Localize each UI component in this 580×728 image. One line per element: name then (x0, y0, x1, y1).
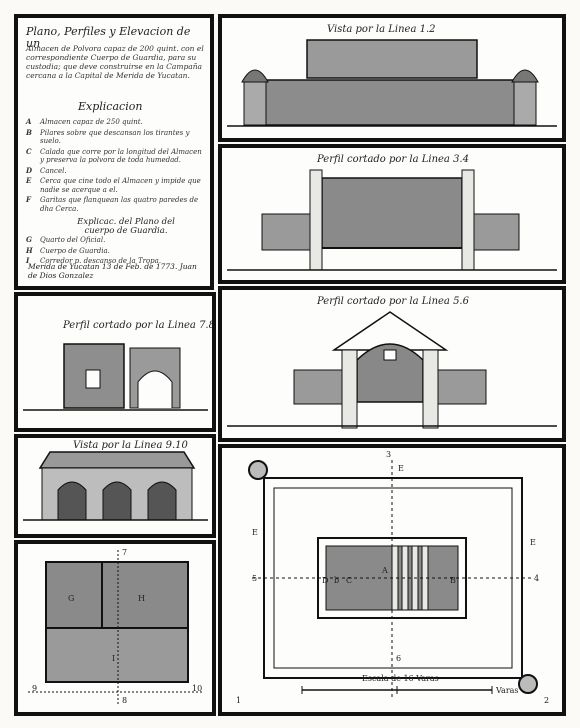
plan-label-e-left: E (252, 528, 258, 537)
guard-plan-drawing (28, 550, 203, 704)
wall-left (309, 169, 323, 271)
plan-label-1: 1 (236, 696, 242, 705)
legend-panel: Plano, Perfiles y Elevacion de un Almace… (14, 14, 214, 290)
fence-left (261, 213, 311, 251)
view-title: Perfil cortado por la Linea 3.4 (317, 154, 469, 165)
arch-3 (147, 481, 177, 521)
elevation-drawing (23, 451, 208, 521)
tower-right-dome (511, 69, 539, 83)
plan-label-a: A (382, 566, 388, 575)
plan-label-d: D (322, 576, 329, 585)
plan-label-e-right: E (530, 538, 536, 547)
plan-label-6: 6 (396, 654, 402, 663)
plan-label-4: 4 (534, 574, 540, 583)
plan-label-g: G (68, 594, 75, 603)
corridor-i (45, 627, 189, 683)
section-panel-3-4: Perfil cortado por la Linea 3.4 (218, 144, 566, 284)
tower-right (513, 79, 537, 126)
elevation-drawing (227, 39, 557, 127)
sentry-box-bottom-right (518, 674, 538, 694)
plan-label-b-small: b (334, 576, 340, 585)
wall-body (261, 79, 523, 126)
room-h (101, 561, 189, 629)
legend-heading: Explicacion (78, 100, 143, 113)
elevation-panel-1-2: Vista por la Linea 1.2 (218, 14, 566, 142)
main-plan-panel: 3 E E E 5 4 6 1 2 A B b C D Escala de 16… (218, 444, 566, 716)
tower-left-dome (241, 69, 269, 83)
plan-label-10: 10 (192, 684, 203, 693)
view-title: Vista por la Linea 9.10 (73, 440, 188, 451)
plan-label-8: 8 (122, 696, 128, 705)
plan-label-3: 3 (386, 450, 392, 459)
plan-label-c: C (346, 576, 353, 585)
view-title: Perfil cortado por la Linea 5.6 (317, 296, 469, 307)
plan-label-9: 9 (32, 684, 38, 693)
plan-label-b: B (450, 576, 456, 585)
legend-signature: Merida de Yucatan 13 de Feb. de 1773. Ju… (28, 262, 197, 280)
window (85, 369, 101, 389)
section-drawing (227, 311, 557, 429)
section-drawing (227, 169, 557, 271)
main-plan-drawing (248, 460, 538, 698)
scale-bar (301, 686, 493, 694)
wall-right (461, 169, 475, 271)
section-drawing (23, 343, 208, 411)
wall-right (422, 349, 439, 429)
roof (38, 451, 196, 469)
plan-label-7: 7 (122, 548, 128, 557)
scale-label: Escala de 16 Varas (362, 674, 439, 683)
sentry-box-top-left (248, 460, 268, 480)
legend-heading-guard: Explicac. del Plano del cuerpo de Guardi… (77, 217, 175, 236)
legend-subtitle: Almacen de Polvora capaz de 200 quint. c… (26, 44, 204, 80)
plan-label-i: I (112, 654, 116, 663)
view-title: Perfil cortado por la Linea 7.8 (63, 320, 215, 331)
fence-right (473, 213, 520, 251)
scale-unit: Varas (496, 686, 519, 695)
legend-title: Plano, Perfiles y Elevacion de un (26, 25, 191, 50)
arch-2 (102, 481, 132, 521)
elevation-panel-9-10: Vista por la Linea 9.10 (14, 434, 216, 538)
fence-left (293, 369, 343, 405)
plan-label-h: H (138, 594, 145, 603)
view-title: Vista por la Linea 1.2 (327, 24, 436, 35)
plan-label-e-top: E (398, 464, 404, 473)
vault-interior (321, 177, 463, 249)
section-panel-5-6: Perfil cortado por la Linea 5.6 (218, 286, 566, 442)
roof-block (306, 39, 478, 79)
wall-left (341, 349, 358, 429)
arch-opening (137, 370, 173, 408)
plan-label-2: 2 (544, 696, 550, 705)
window (383, 349, 397, 361)
fence-right (437, 369, 487, 405)
arch-1 (57, 481, 87, 521)
tower-left (243, 79, 267, 126)
plan-label-5: 5 (252, 574, 258, 583)
section-panel-7-8: Perfil cortado por la Linea 7.8 (14, 292, 216, 432)
guard-plan-panel: G H I 7 8 9 10 (14, 540, 216, 716)
